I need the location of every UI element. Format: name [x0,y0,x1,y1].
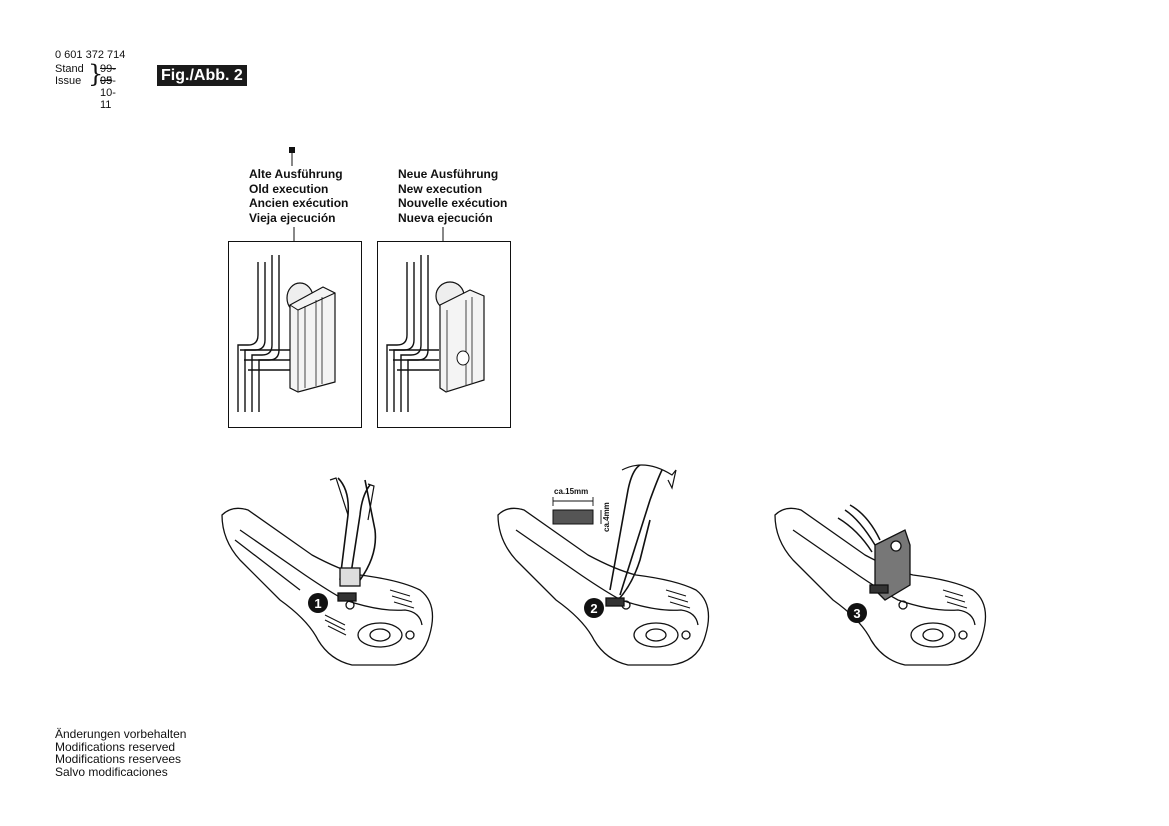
old-brush-icon [289,286,336,393]
new-execution-label: Neue Ausführung New execution Nouvelle e… [398,167,507,225]
old-execution-line: Old execution [249,181,329,196]
old-execution-panel [228,241,362,428]
new-execution-line: Nueva ejecución [398,210,493,225]
step-1-badge [308,593,328,613]
brush-dimension-detail [552,497,602,525]
revision-block: Stand Issue } 99-05 99-10-11 [55,62,116,111]
step-1-illustration [221,477,434,666]
issue-value: 99-10-11 [100,75,116,111]
step-3-badge [847,603,867,623]
part-number: 0 601 372 714 [55,49,126,61]
new-brush-icon [439,289,485,393]
footer-line: Salvo modificaciones [55,764,168,779]
step-2-number: 2 [590,601,597,616]
marker-square-icon [289,147,295,153]
new-execution-panel [377,241,511,428]
stand-value: 99-05 [100,63,116,87]
issue-label: Issue [55,75,82,87]
footer-notice: Änderungen vorbehalten Modifications res… [55,728,186,778]
new-brush-hole [456,350,470,366]
brace-glyph: } [88,60,104,88]
step-1-number: 1 [314,596,321,611]
step-3-illustration [774,504,987,666]
footer-line: Modifications reservees [55,752,182,767]
old-execution-line: Ancien exécution [249,196,349,210]
footer-line: Änderungen vorbehalten [55,727,187,741]
new-execution-line: New execution [398,181,483,196]
dimension-thickness-label: ca.4mm [602,502,611,532]
step-2-illustration [497,464,710,666]
stand-label: Stand [55,63,84,75]
old-execution-label: Alte Ausführung Old execution Ancien exé… [249,167,348,225]
footer-line: Modifications reserved [55,739,176,754]
old-execution-line: Vieja ejecución [249,210,336,225]
step-2-badge [584,598,604,618]
new-execution-line: Nouvelle exécution [398,196,508,210]
dimension-length-label: ca.15mm [554,487,588,496]
old-execution-line: Alte Ausführung [249,167,343,181]
step-3-number: 3 [853,606,860,621]
new-execution-line: Neue Ausführung [398,167,499,181]
figure-label: Fig./Abb. 2 [157,65,247,86]
